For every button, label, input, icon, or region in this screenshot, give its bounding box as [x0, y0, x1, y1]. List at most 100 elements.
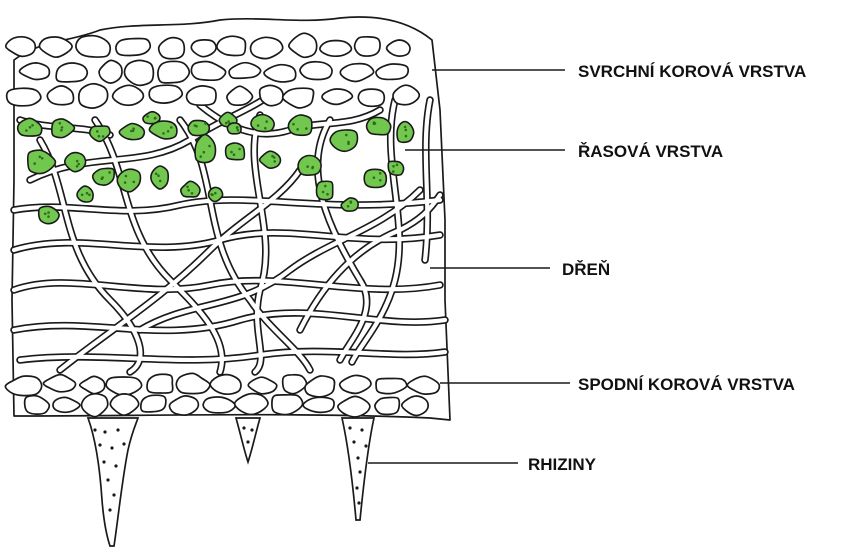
- rhizine-dot: [122, 442, 125, 445]
- cortex-cell: [6, 37, 36, 57]
- alga-dot: [86, 192, 89, 195]
- alga-dot: [373, 176, 376, 179]
- lower-cortex-cell: [338, 396, 370, 417]
- alga-cell: [151, 166, 168, 189]
- alga-dot: [157, 174, 160, 177]
- cortex-cell: [217, 36, 246, 55]
- alga-dot: [155, 173, 158, 176]
- alga-cell: [316, 181, 332, 199]
- alga-dot: [186, 186, 189, 189]
- alga-cell: [364, 169, 386, 187]
- alga-cell: [260, 151, 281, 168]
- alga-dot: [345, 134, 348, 137]
- rhizine-dot: [108, 508, 111, 511]
- alga-dot: [98, 135, 101, 138]
- rhizine-dot: [98, 443, 101, 446]
- lower-cortex-cell: [170, 396, 199, 415]
- cortex-cell: [149, 85, 182, 103]
- alga-dot: [322, 191, 325, 194]
- alga-dot: [306, 165, 309, 168]
- alga-cell: [341, 198, 358, 211]
- alga-dot: [29, 126, 32, 129]
- alga-dot: [204, 122, 207, 125]
- alga-dot: [233, 153, 236, 156]
- cortex-cell: [229, 63, 260, 79]
- rhizine-dot: [112, 493, 115, 496]
- rhizine-dot: [352, 440, 355, 443]
- rhizine-dot: [246, 440, 249, 443]
- alga-dot: [236, 127, 239, 130]
- cortex-cell: [320, 41, 352, 57]
- alga-dot: [208, 145, 211, 148]
- lower-cortex-cell: [203, 397, 235, 413]
- cortex-cell: [340, 64, 373, 82]
- lower-cortex-cell: [141, 395, 166, 412]
- hypha-core: [30, 95, 270, 180]
- rhizine-dot: [103, 430, 106, 433]
- rhizine-dot: [114, 464, 117, 467]
- alga-cell: [181, 181, 200, 197]
- cortex-cell: [158, 61, 189, 83]
- alga-dot: [326, 193, 329, 196]
- alga-cell: [397, 122, 414, 143]
- alga-dot: [265, 120, 268, 123]
- cortex-cell: [124, 60, 153, 85]
- cortex-cell: [387, 40, 410, 56]
- alga-dot: [237, 129, 240, 132]
- lower-cortex-cell: [248, 377, 277, 394]
- alga-cell: [388, 161, 403, 175]
- rhizine-dot: [102, 460, 105, 463]
- alga-dot: [230, 151, 233, 154]
- alga-dot: [191, 192, 194, 195]
- cortex-cell: [355, 37, 380, 56]
- alga-dot: [305, 127, 308, 130]
- alga-dot: [238, 148, 241, 151]
- alga-dot: [31, 124, 34, 127]
- lower-cortex-cell: [283, 375, 307, 394]
- lower-cortex-cell: [375, 397, 399, 414]
- lower-cortex-cells: [5, 373, 439, 417]
- rhizine-dot: [357, 501, 360, 504]
- lower-cortex-cell: [303, 397, 334, 412]
- rhizine-dot: [106, 478, 109, 481]
- label-rhizines: RHIZINY: [528, 455, 597, 474]
- alga-dot: [203, 151, 206, 154]
- alga-dot: [170, 126, 173, 129]
- alga-dot: [124, 181, 127, 184]
- alga-dot: [154, 117, 157, 120]
- cortex-cell: [191, 40, 216, 57]
- cortex-cell: [358, 89, 384, 106]
- lower-cortex-cell: [106, 377, 141, 395]
- alga-dot: [47, 211, 50, 214]
- alga-cell: [298, 155, 321, 175]
- alga-dot: [211, 194, 214, 197]
- label-lower-cortex: SPODNÍ KOROVÁ VRSTVA: [578, 375, 795, 394]
- cortex-cell: [186, 86, 216, 105]
- lower-cortex-cell: [110, 394, 138, 415]
- alga-dot: [81, 194, 84, 197]
- alga-dot: [96, 130, 99, 133]
- alga-dot: [76, 160, 79, 163]
- alga-dot: [102, 135, 105, 138]
- alga-cell: [330, 130, 357, 151]
- alga-dot: [379, 172, 382, 175]
- lower-cortex-cell: [82, 394, 108, 417]
- alga-dot: [347, 141, 350, 144]
- lower-cortex-cell: [340, 375, 371, 393]
- alga-dot: [76, 165, 79, 168]
- label-upper-cortex: SVRCHNÍ KOROVÁ VRSTVA: [578, 62, 806, 81]
- alga-cell: [143, 112, 160, 124]
- cortex-cell: [191, 62, 225, 81]
- alga-dot: [350, 201, 353, 204]
- cortex-cell: [393, 85, 419, 105]
- alga-dot: [133, 181, 136, 184]
- rhizine-dot: [364, 444, 367, 447]
- rhizine: [236, 418, 260, 462]
- lower-cortex-cell: [53, 397, 80, 412]
- cortex-cell: [39, 37, 72, 57]
- cortex-cell: [79, 84, 108, 108]
- lower-cortex-cell: [402, 396, 429, 416]
- label-algal-layer: ŘASOVÁ VRSTVA: [578, 142, 723, 161]
- alga-cell: [251, 115, 274, 132]
